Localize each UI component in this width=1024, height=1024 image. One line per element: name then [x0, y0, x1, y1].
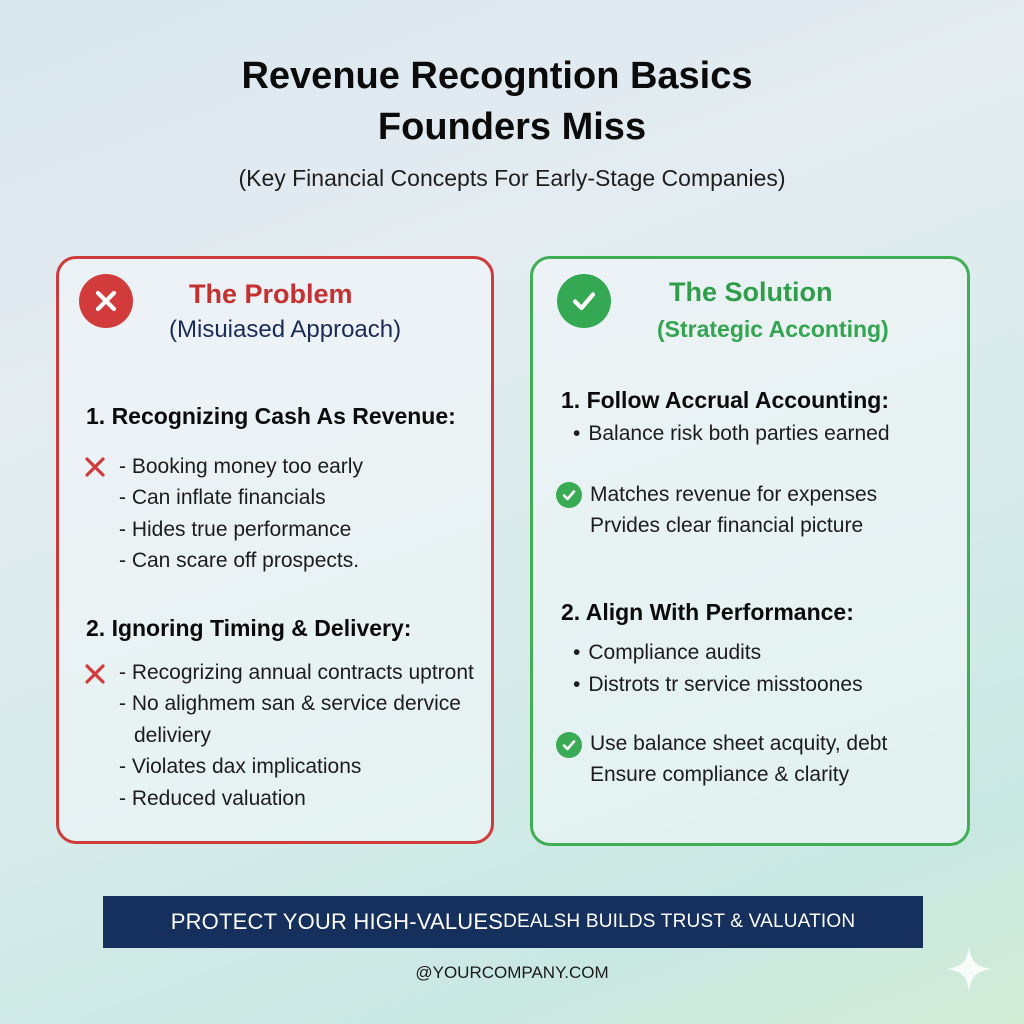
solution-section-2-heading: 2. Align With Performance: — [561, 599, 854, 625]
list-item: - Hides true performance — [119, 518, 352, 541]
problem-section-1-heading: 1. Recognizing Cash As Revenue: — [86, 403, 456, 429]
list-item: Balance risk both parties earned — [573, 422, 889, 446]
list-item: - Recogrizing annual contracts uptront — [119, 661, 474, 684]
solution-title: The Solution — [669, 277, 833, 307]
list-item: - Can inflate financials — [119, 486, 326, 509]
banner-text-part-1: PROTECT YOUR HIGH-VALUES — [170, 909, 504, 934]
problem-subtitle: (Misuiased Approach) — [169, 316, 402, 343]
check-circle-icon — [557, 274, 611, 328]
list-item: Compliance audits — [573, 641, 761, 665]
list-item: - Reduced valuation — [119, 787, 306, 810]
solution-subtitle: (Strategic Acconting) — [657, 316, 889, 342]
x-circle-icon — [79, 274, 133, 328]
problem-panel: The Problem (Misuiased Approach) 1. Reco… — [56, 256, 494, 844]
cta-banner: PROTECT YOUR HIGH-VALUES DEALSH BUILDS T… — [103, 896, 923, 948]
list-item: Prvides clear financial picture — [590, 514, 864, 537]
list-item: - Can scare off prospects. — [119, 549, 360, 572]
list-item: - Booking money too early — [119, 455, 363, 478]
list-item: Distrots tr service misstoones — [573, 673, 862, 697]
banner-text-part-2: DEALSH BUILDS TRUST & VALUATION — [503, 911, 856, 932]
list-item: - Violates dax implications — [119, 755, 362, 778]
list-item: Ensure compliance & clarity — [590, 763, 850, 786]
check-icon — [556, 482, 582, 508]
footer-handle: @YOURCOMPANY.COM — [415, 963, 609, 982]
list-item: Use balance sheet acquity, debt — [590, 732, 888, 755]
page-title-line-2: Founders Miss — [377, 106, 647, 148]
check-icon — [556, 732, 582, 758]
list-item: deliviery — [134, 724, 212, 747]
solution-panel: The Solution (Strategic Acconting) 1. Fo… — [530, 256, 970, 846]
page-subtitle: (Key Financial Concepts For Early-Stage … — [238, 165, 786, 191]
problem-title: The Problem — [189, 279, 353, 309]
list-item: - No alighmem san & service dervice — [119, 692, 461, 715]
x-mark-icon — [85, 457, 105, 477]
problem-section-2-heading: 2. Ignoring Timing & Delivery: — [86, 615, 412, 641]
page-title-line-1: Revenue Recogntion Basics — [241, 55, 753, 97]
list-item: Matches revenue for expenses — [590, 483, 878, 506]
x-mark-icon — [85, 664, 105, 684]
solution-section-1-heading: 1. Follow Accrual Accounting: — [561, 387, 889, 413]
sparkle-icon — [946, 946, 992, 992]
